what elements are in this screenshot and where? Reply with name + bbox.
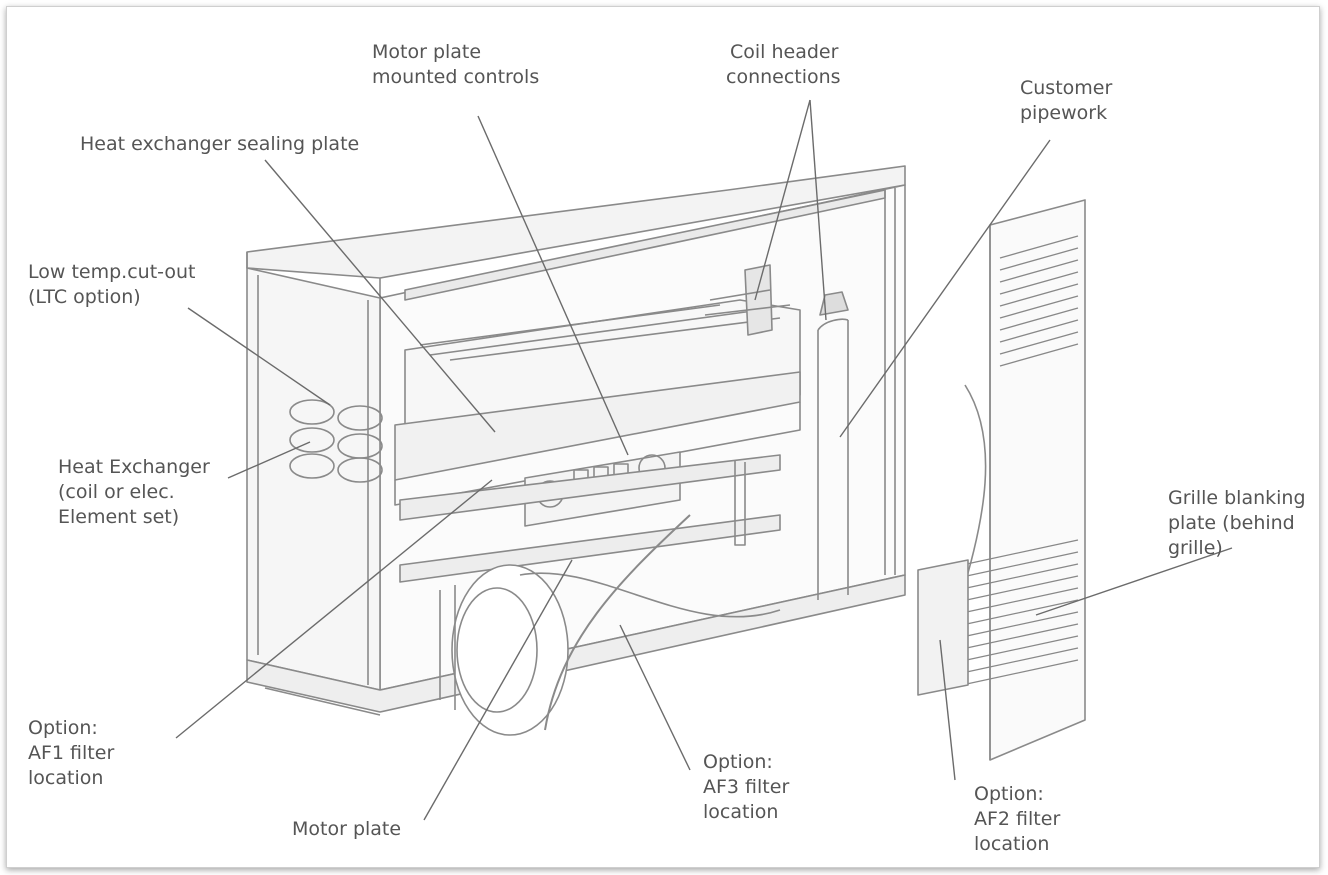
label-af2-filter: Option: AF2 filter location xyxy=(974,783,1061,855)
leader-coil-header-a xyxy=(754,99,811,301)
label-customer-pipework: Customer pipework xyxy=(1020,77,1113,124)
leader-motor-plate-controls xyxy=(477,115,629,456)
leader-sealing-plate xyxy=(264,159,496,433)
leader-af3 xyxy=(619,624,691,771)
leader-low-temp xyxy=(187,307,331,406)
label-sealing-plate: Heat exchanger sealing plate xyxy=(80,133,360,155)
leader-grille-blanking xyxy=(1035,547,1233,616)
label-grille-blanking-plate: Grille blanking plate (behind grille) xyxy=(1168,487,1306,559)
label-heat-exchanger: Heat Exchanger (coil or elec. Element se… xyxy=(58,456,210,528)
label-low-temp-cutout: Low temp.cut-out (LTC option) xyxy=(28,261,196,308)
unit-cabinet-sketch xyxy=(246,165,1086,761)
leader-lines xyxy=(175,99,1233,821)
leader-af1 xyxy=(175,479,493,739)
leader-af2 xyxy=(939,639,956,781)
leader-motor-plate xyxy=(423,559,573,821)
label-af1-filter: Option: AF1 filter location xyxy=(28,717,115,789)
leader-coil-header-b xyxy=(809,99,827,321)
label-motor-plate-controls: Motor plate mounted controls xyxy=(372,41,540,88)
leader-heat-exchanger xyxy=(227,441,311,479)
leader-customer-pipework xyxy=(839,139,1051,438)
label-af3-filter: Option: AF3 filter location xyxy=(703,751,790,823)
label-coil-header-connections: Coil header connections xyxy=(726,41,841,88)
label-motor-plate: Motor plate xyxy=(292,818,402,840)
